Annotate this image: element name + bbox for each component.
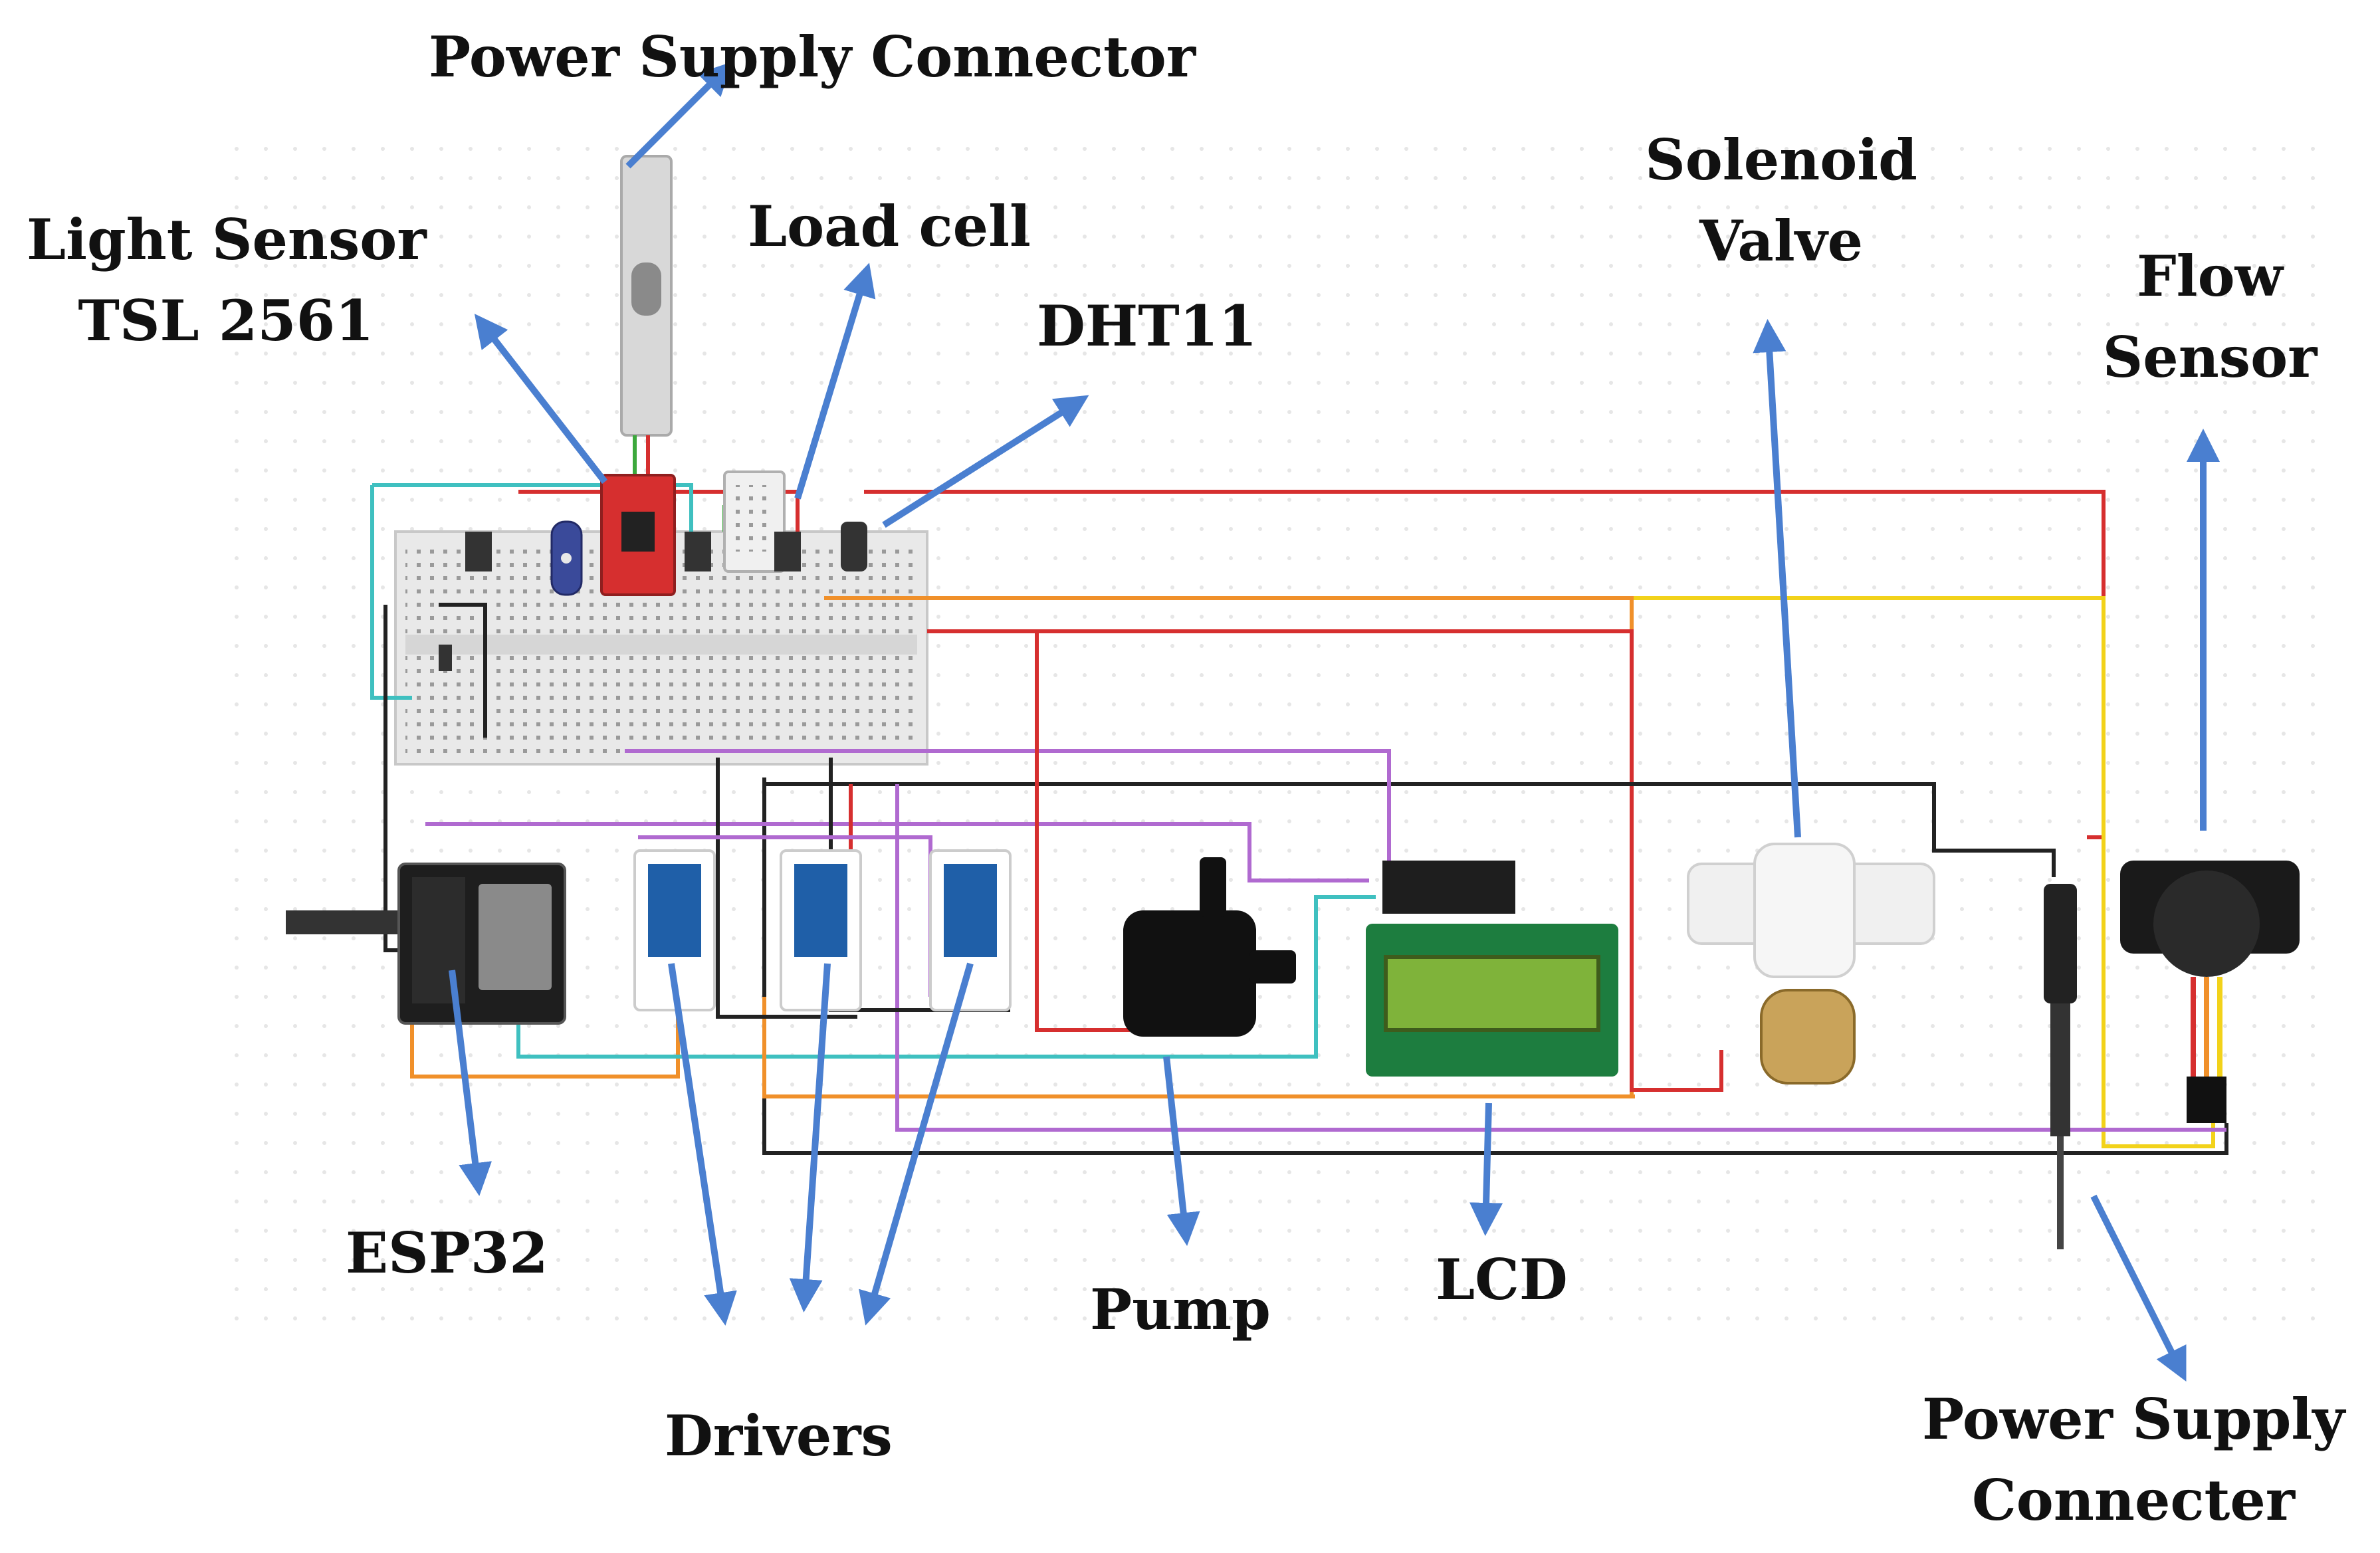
arrow-lcd bbox=[1469, 1102, 1503, 1236]
label-flow-sensor: Flow Sensor bbox=[2100, 236, 2320, 398]
hx711-module bbox=[600, 474, 676, 596]
callout-arrows bbox=[449, 61, 2220, 1382]
dht11-module bbox=[723, 470, 786, 573]
label-esp32: ESP32 bbox=[346, 1213, 548, 1294]
label-text: Drivers bbox=[665, 1403, 893, 1469]
water-pump bbox=[1123, 857, 1296, 1037]
arrow-power-supply-top bbox=[625, 61, 733, 169]
wire-cyan bbox=[372, 483, 693, 532]
flow-sensor bbox=[2120, 861, 2300, 1123]
wire-purple bbox=[425, 822, 1369, 882]
label-power-supply-connecter-bottom: Power Supply Connecter bbox=[1907, 1379, 2359, 1541]
wire-red bbox=[1035, 631, 1130, 1032]
power-connector-cable bbox=[2044, 884, 2077, 1249]
relay-driver-3 bbox=[929, 849, 1012, 1011]
arrow-load-cell bbox=[794, 262, 876, 500]
wire-purple bbox=[625, 749, 1391, 884]
wire-red bbox=[927, 629, 1723, 1092]
breadboard-components bbox=[439, 522, 867, 671]
label-text: TSL 2561 bbox=[78, 287, 374, 354]
arrow-light-sensor bbox=[474, 314, 607, 484]
arrow-solenoid bbox=[1753, 319, 1801, 838]
label-drivers: Drivers bbox=[665, 1396, 893, 1477]
relay-driver-2 bbox=[780, 849, 862, 1011]
wire-cyan bbox=[370, 485, 412, 700]
label-text: Connecter bbox=[1971, 1467, 2296, 1533]
label-text: Sensor bbox=[2102, 324, 2318, 390]
label-text: LCD bbox=[1436, 1247, 1568, 1312]
label-text: Pump bbox=[1090, 1277, 1271, 1342]
label-pump: Pump bbox=[1090, 1269, 1271, 1350]
wire-black bbox=[439, 603, 487, 738]
label-load-cell: Load cell bbox=[748, 186, 1031, 267]
label-text: DHT11 bbox=[1037, 293, 1257, 359]
wire-black bbox=[716, 758, 857, 1019]
esp32-board bbox=[286, 863, 566, 1025]
label-text: ESP32 bbox=[346, 1220, 548, 1286]
wire-black bbox=[762, 777, 2056, 877]
wire-orange bbox=[762, 997, 1635, 1098]
arrow-dht11 bbox=[882, 395, 1089, 528]
label-solenoid-valve: Solenoid Valve bbox=[1642, 120, 1921, 282]
label-power-supply-connector-top: Power Supply Connector bbox=[429, 17, 1196, 98]
wire-cyan bbox=[516, 895, 1376, 1059]
arrow-pump bbox=[1163, 1056, 1200, 1246]
label-lcd: LCD bbox=[1436, 1239, 1568, 1320]
arrow-driver-3 bbox=[859, 962, 974, 1326]
arrow-driver-1 bbox=[668, 963, 737, 1326]
lcd-display bbox=[1366, 861, 1618, 1077]
label-text: Solenoid bbox=[1645, 127, 1917, 193]
wire-orange bbox=[410, 1017, 680, 1079]
label-text: Valve bbox=[1699, 207, 1864, 274]
wire-black bbox=[762, 784, 2228, 1155]
label-text: Load cell bbox=[748, 193, 1031, 259]
relay-driver-1 bbox=[633, 849, 716, 1011]
label-text: Flow bbox=[2137, 243, 2283, 309]
solenoid-valve bbox=[1687, 843, 1935, 1085]
label-text: Light Sensor bbox=[27, 207, 427, 272]
label-text: Power Supply Connector bbox=[429, 24, 1196, 90]
wire-purple bbox=[895, 784, 2226, 1132]
label-text: Power Supply bbox=[1921, 1386, 2345, 1452]
label-dht11: DHT11 bbox=[1037, 286, 1257, 367]
arrow-esp32 bbox=[449, 970, 492, 1196]
label-light-sensor: Light Sensor TSL 2561 bbox=[27, 199, 427, 362]
arrow-power-supply-bottom bbox=[2090, 1194, 2187, 1382]
load-cell-bar bbox=[620, 155, 673, 478]
arrow-driver-2 bbox=[789, 963, 831, 1312]
light-sensor-module bbox=[550, 520, 583, 596]
wire-yellow bbox=[927, 596, 2215, 1148]
